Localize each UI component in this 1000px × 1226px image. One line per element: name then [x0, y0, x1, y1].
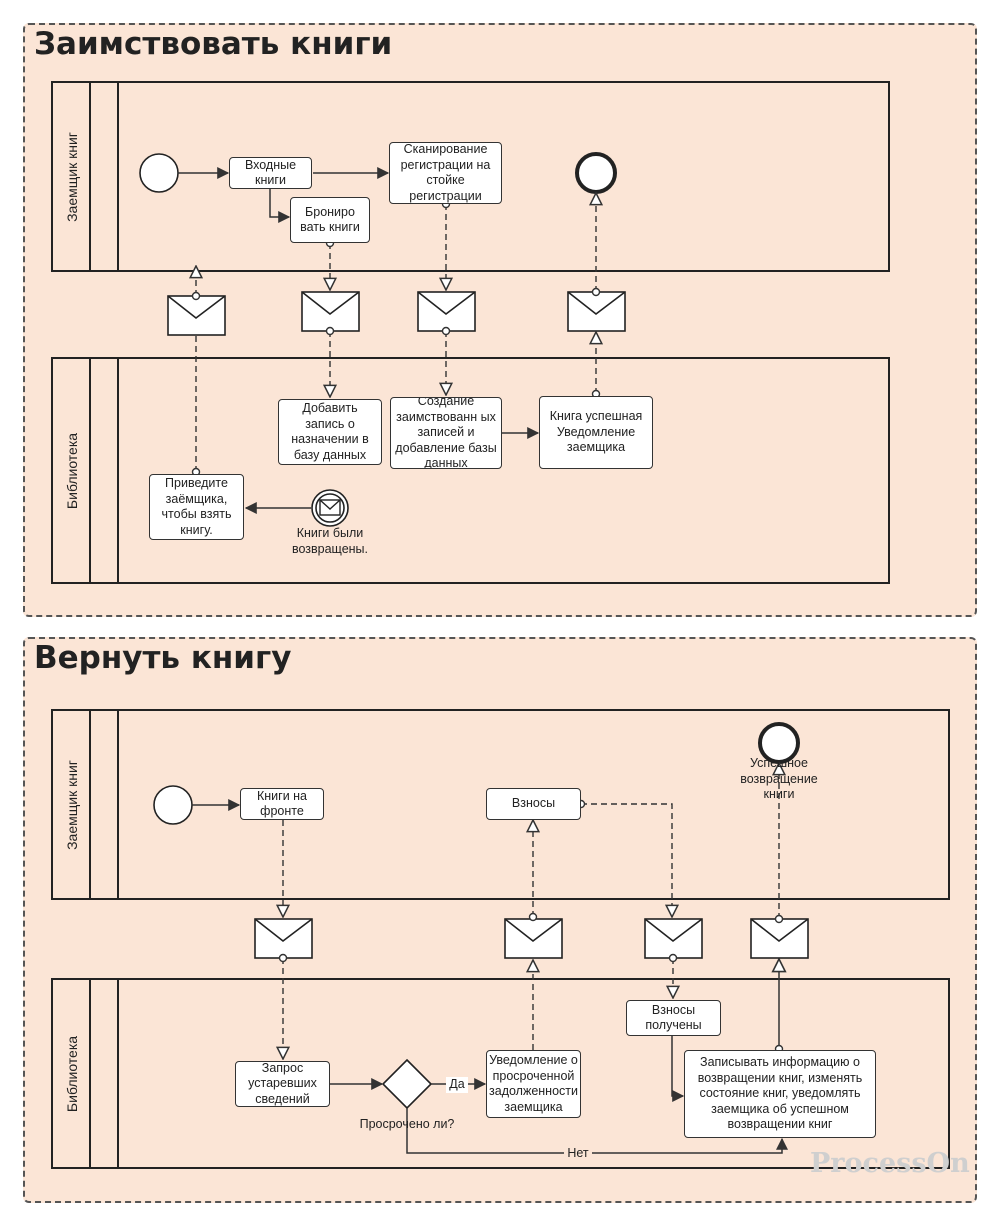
borrow-end-event — [575, 152, 617, 194]
flow-label-yes: Да — [446, 1077, 468, 1093]
event-books-returned-label: Книги были возвращены. — [291, 526, 369, 556]
task-reserve-books[interactable]: Брониро вать книги — [290, 197, 370, 243]
task-request-stale[interactable]: Запрос устаревших сведений — [235, 1061, 330, 1107]
task-record-return[interactable]: Записывать информацию о возвращении книг… — [684, 1050, 876, 1138]
envelope-6 — [504, 918, 563, 959]
task-notify-overdue[interactable]: Уведомление о просроченной задолженности… — [486, 1050, 581, 1118]
end-success-label: Успешное возвращение книги — [740, 756, 818, 801]
return-pool-title: Вернуть книгу — [34, 640, 292, 676]
books-returned-event — [311, 489, 349, 527]
envelope-3 — [417, 291, 476, 332]
envelope-5 — [254, 918, 313, 959]
flow-label-no: Нет — [564, 1146, 592, 1162]
task-incoming-books[interactable]: Входные книги — [229, 157, 312, 189]
task-add-record[interactable]: Добавить запись о назначении в базу данн… — [278, 399, 382, 465]
borrow-lane-library: Библиотека — [51, 357, 890, 584]
envelope-8 — [750, 918, 809, 959]
task-fees-received[interactable]: Взносы получены — [626, 1000, 721, 1036]
overdue-gateway — [381, 1058, 433, 1110]
gateway-overdue-label: Просрочено ли? — [359, 1117, 455, 1131]
task-create-records[interactable]: Создание заимствованн ых записей и добав… — [390, 397, 502, 469]
envelope-4 — [567, 291, 626, 332]
envelope-2 — [301, 291, 360, 332]
return-start-event — [153, 785, 193, 825]
borrow-start-event — [139, 153, 179, 193]
envelope-1 — [167, 295, 226, 336]
task-bring-borrower[interactable]: Приведите заёмщика, чтобы взять книгу. — [149, 474, 244, 540]
task-scan-registration[interactable]: Сканирование регистрации на стойке регис… — [389, 142, 502, 204]
task-books-on-front[interactable]: Книги на фронте — [240, 788, 324, 820]
envelope-7 — [644, 918, 703, 959]
task-fees[interactable]: Взносы — [486, 788, 581, 820]
watermark: ProcessOn — [810, 1148, 970, 1179]
borrow-pool-title: Заимствовать книги — [34, 26, 393, 62]
task-notify-success[interactable]: Книга успешная Уведомление заемщика — [539, 396, 653, 469]
